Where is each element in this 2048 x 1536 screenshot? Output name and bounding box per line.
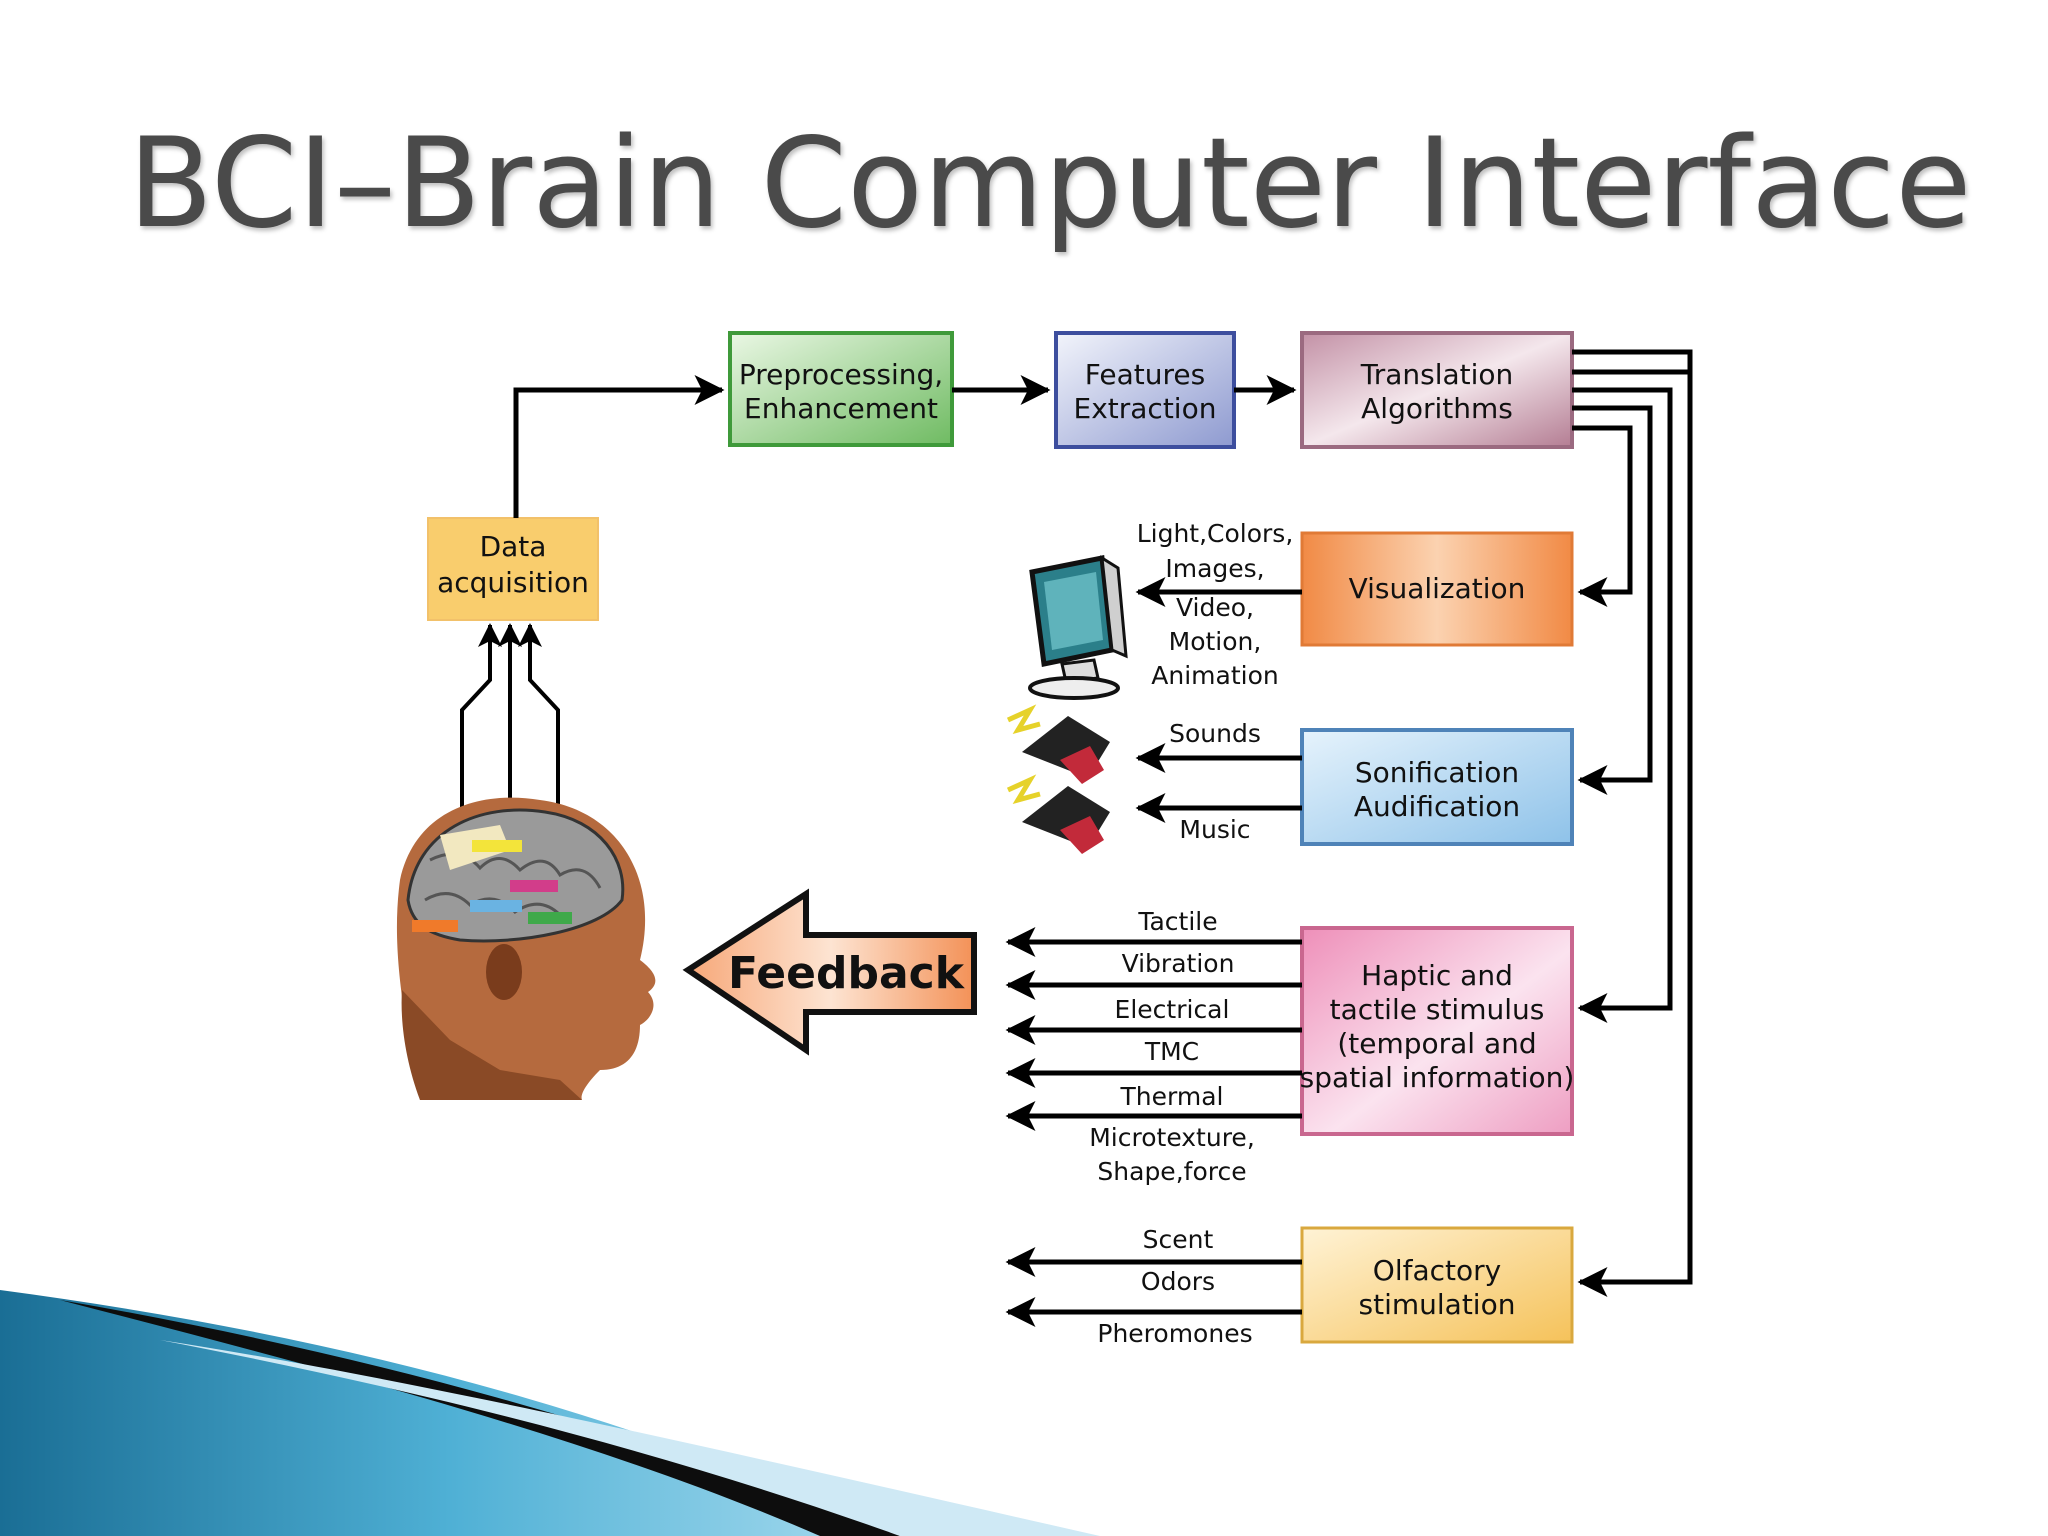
pheromones-label: Pheromones (1097, 1319, 1252, 1348)
visual-output-line-1: Light,Colors, (1137, 519, 1294, 548)
shape-force-label: Shape,force (1097, 1157, 1246, 1186)
electrode-wires (460, 623, 560, 814)
visualization-label: Visualization (1349, 572, 1526, 605)
odors-label: Odors (1141, 1267, 1215, 1296)
haptic-line-3: (temporal and (1337, 1027, 1536, 1060)
sounds-label: Sounds (1169, 719, 1261, 748)
monitor-icon (1028, 555, 1128, 700)
pipeline-arrows (513, 375, 1297, 518)
features-extraction-box: Features Extraction (1054, 331, 1236, 449)
features-line-2: Extraction (1074, 392, 1217, 425)
visual-output-line-5: Animation (1151, 661, 1278, 690)
haptic-line-4: spatial information) (1300, 1061, 1575, 1094)
tmc-label: TMC (1144, 1037, 1199, 1066)
preprocessing-line-1: Preprocessing, (739, 358, 943, 391)
visual-output-line-4: Motion, (1169, 627, 1262, 656)
haptic-line-1: Haptic and (1361, 959, 1513, 992)
olfactory-line-2: stimulation (1359, 1288, 1516, 1321)
visual-output: Light,Colors, Images, Video, Motion, Ani… (1135, 519, 1302, 690)
haptic-box: Haptic and tactile stimulus (temporal an… (1300, 926, 1575, 1136)
visual-output-line-2: Images, (1165, 554, 1264, 583)
brain-head-icon (396, 797, 656, 1100)
translation-line-1: Translation (1360, 358, 1514, 391)
microtexture-label: Microtexture, (1089, 1123, 1255, 1152)
olfactory-box: Olfactory stimulation (1300, 1226, 1574, 1344)
olfactory-output: Scent Odors Pheromones (1005, 1225, 1302, 1348)
data-acquisition-box: Data acquisition (427, 517, 599, 621)
sonification-line-1: Sonification (1355, 756, 1519, 789)
thermal-label: Thermal (1120, 1082, 1224, 1111)
features-line-1: Features (1085, 358, 1205, 391)
slide-title: BCI–Brain Computer Interface (128, 112, 1972, 256)
olfactory-line-1: Olfactory (1373, 1254, 1501, 1287)
visualization-box: Visualization (1300, 531, 1574, 647)
haptic-line-2: tactile stimulus (1330, 993, 1545, 1026)
data-acquisition-line-2: acquisition (437, 566, 589, 599)
vibration-label: Vibration (1122, 949, 1235, 978)
sonification-box: Sonification Audification (1300, 728, 1574, 846)
visual-output-line-3: Video, (1176, 593, 1254, 622)
preprocessing-box: Preprocessing, Enhancement (728, 331, 954, 447)
tactile-label: Tactile (1137, 907, 1217, 936)
data-acquisition-line-1: Data (480, 530, 547, 563)
speaker-icon (1006, 704, 1110, 854)
preprocessing-line-2: Enhancement (744, 392, 938, 425)
decorative-swoosh (0, 1290, 1100, 1536)
feedback-label: Feedback (728, 948, 966, 999)
scent-label: Scent (1143, 1225, 1214, 1254)
translation-bus (1572, 349, 1693, 1297)
translation-line-2: Algorithms (1361, 392, 1513, 425)
feedback-arrow-icon: Feedback (682, 888, 977, 1056)
music-label: Music (1179, 815, 1250, 844)
sonification-line-2: Audification (1354, 790, 1520, 823)
sound-output: Sounds Music (1135, 719, 1302, 844)
haptic-output: Tactile Vibration Electrical TMC Thermal… (1005, 907, 1302, 1186)
translation-algorithms-box: Translation Algorithms (1300, 331, 1574, 449)
electrical-label: Electrical (1115, 995, 1230, 1024)
